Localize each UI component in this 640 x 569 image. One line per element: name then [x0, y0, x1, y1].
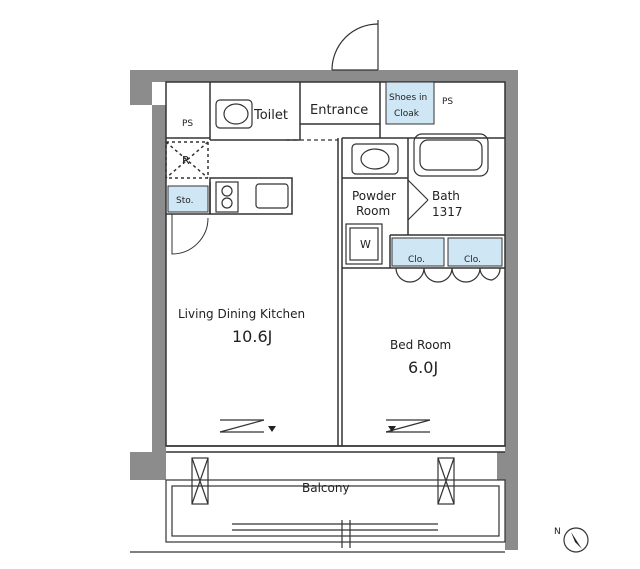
bath-label-line1: Bath [432, 189, 460, 203]
ps-left-label: PS [182, 119, 193, 129]
closet-left-fill [391, 237, 445, 267]
washer-label: W [360, 238, 371, 251]
interior-lines [165, 81, 506, 453]
north-label: N [554, 527, 561, 537]
closet-right-label: Clo. [464, 255, 481, 265]
refrigerator-label: R [182, 154, 190, 167]
shoes-cloak-label-line1: Shoes in [389, 93, 427, 103]
shoes-cloak-label-line2: Cloak [394, 109, 420, 119]
fixtures [215, 99, 501, 283]
ps-right-label: PS [442, 97, 453, 107]
north-arrow-icon: N [554, 527, 589, 553]
bath-label-line2: 1317 [432, 205, 463, 219]
entrance-label: Entrance [310, 103, 368, 118]
toilet-label: Toilet [253, 108, 288, 123]
burner-icon [221, 185, 233, 197]
sink-fixture [360, 148, 390, 170]
bedroom-name-label: Bed Room [390, 338, 451, 352]
balcony-structure [130, 419, 506, 553]
ac-units [191, 457, 455, 505]
storage-fills [167, 81, 503, 267]
walls [130, 70, 518, 550]
powder-room-label-line1: Powder [352, 189, 396, 203]
powder-room-label-line2: Room [356, 204, 390, 218]
burner-icon [221, 197, 233, 209]
bedroom-size-label: 6.0J [408, 358, 438, 377]
window-arrow-icon [388, 426, 396, 432]
ldk-size-label: 10.6J [232, 327, 272, 346]
bathtub-fixture [419, 139, 483, 171]
closet-right-fill [447, 237, 503, 267]
window-arrows [268, 426, 396, 432]
storage-label: Sto. [176, 196, 193, 206]
toilet-fixture [215, 99, 253, 129]
closet-left-label: Clo. [408, 255, 425, 265]
ldk-name-label: Living Dining Kitchen [178, 307, 305, 321]
window-arrow-icon [268, 426, 276, 432]
balcony-label: Balcony [302, 481, 350, 495]
storage-fill [167, 185, 209, 213]
entrance-door[interactable] [331, 20, 379, 71]
shoes-cloak-fill [385, 81, 435, 125]
kitchen-sink-fixture [255, 183, 289, 209]
